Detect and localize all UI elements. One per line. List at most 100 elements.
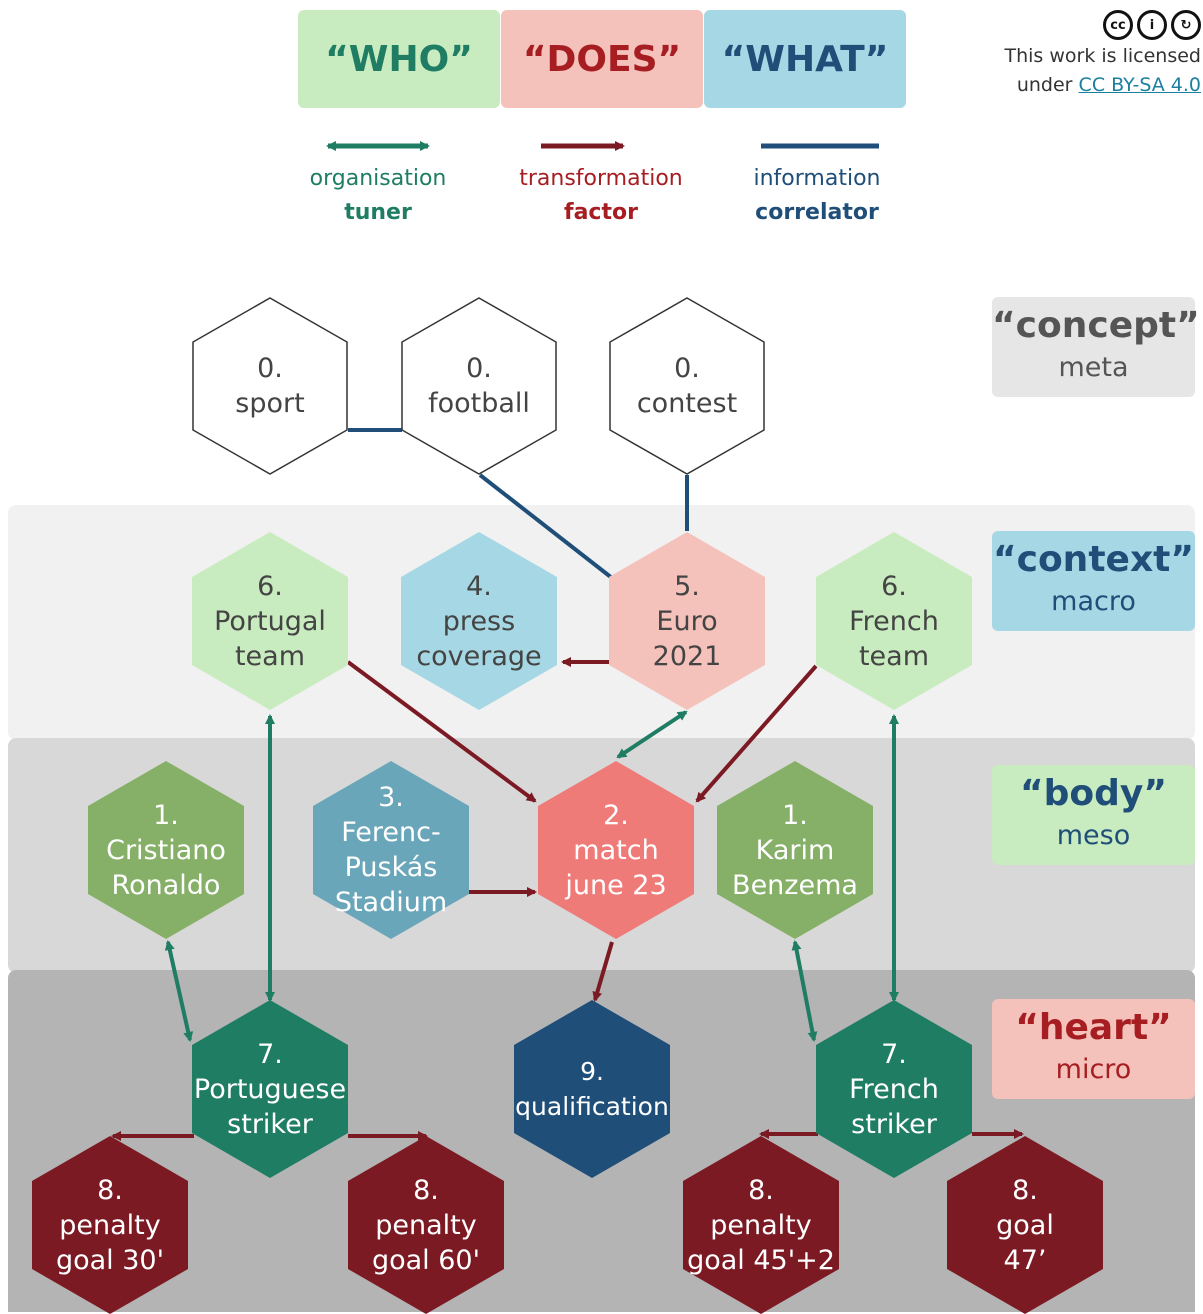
hex-french-team-line-0: 6. (881, 570, 907, 602)
hex-press-coverage-line-2: coverage (416, 640, 542, 672)
cc-icon: cc (1103, 10, 1133, 40)
hex-football-line-0: 0. (466, 353, 492, 384)
hex-cristiano-ronaldo-line-1: Cristiano (106, 834, 226, 866)
hex-portugal-team-line-0: 6. (257, 570, 283, 602)
hex-karim-benzema-line-0: 1. (782, 799, 808, 831)
legend-information-line1: information (753, 166, 881, 191)
link-match-qualification (592, 941, 614, 1002)
hex-french-team: 6. French team (816, 532, 972, 710)
hex-ferenc-puskas-stadium: 3. Ferenc- Puskás Stadium (313, 761, 469, 939)
link-football-euro (478, 473, 614, 580)
level-body: “body” meso (992, 765, 1195, 865)
level-concept-title: “concept” (992, 305, 1200, 346)
hex-ferenc-puskas-stadium-line-2: Puskás (344, 852, 438, 883)
hex-karim-benzema-line-1: Karim (755, 834, 835, 866)
legend-organisation: organisation tuner (278, 162, 478, 230)
license-under: under (1016, 74, 1073, 96)
legend-transformation-line2: factor (564, 200, 638, 225)
hex-french-team-line-2: team (858, 640, 930, 672)
license-link[interactable]: CC BY-SA 4.0 (1078, 74, 1201, 96)
hex-euro-2021: 5. Euro 2021 (609, 532, 765, 710)
hex-penalty-goal-45-2: 8. penalty goal 45'+2 (683, 1136, 839, 1314)
hex-goal-47-line-0: 8. (1012, 1174, 1038, 1206)
hex-contest: 0. contest (609, 297, 765, 475)
hex-press-coverage-line-1: press (442, 605, 516, 637)
who-header: “WHO” (298, 10, 500, 108)
hex-portugal-team-line-1: Portugal (214, 605, 326, 637)
level-body-sub: meso (1056, 820, 1131, 851)
what-header: “WHAT” (704, 10, 906, 108)
hex-goal-47: 8. goal 47’ (947, 1136, 1103, 1314)
hex-penalty-goal-45-2-line-1: penalty (710, 1209, 812, 1241)
legend-transformation-line1: transformation (519, 166, 683, 191)
hex-qualification-line-1: qualification (515, 1092, 669, 1121)
level-heart-sub: micro (1055, 1054, 1132, 1085)
hex-contest-line-0: 0. (674, 353, 700, 384)
hex-portuguese-striker-line-1: Portuguese (193, 1073, 347, 1105)
hex-ferenc-puskas-stadium-line-0: 3. (378, 782, 404, 813)
hex-penalty-goal-60-line-1: penalty (375, 1209, 477, 1241)
hex-match-june-23-line-1: match (573, 834, 659, 866)
level-body-title: “body” (1019, 773, 1168, 814)
by-icon: i (1137, 10, 1167, 40)
hex-penalty-goal-30-line-0: 8. (97, 1174, 123, 1206)
hex-penalty-goal-60: 8. penalty goal 60' (348, 1136, 504, 1314)
link-portugal-match (346, 660, 537, 803)
hex-penalty-goal-30-line-2: goal 30' (55, 1244, 165, 1276)
hex-penalty-goal-60-line-0: 8. (413, 1174, 439, 1206)
hex-penalty-goal-30: 8. penalty goal 30' (32, 1136, 188, 1314)
hex-cristiano-ronaldo: 1. Cristiano Ronaldo (88, 761, 244, 939)
hex-portuguese-striker-line-2: striker (227, 1108, 313, 1140)
link-french-match (695, 664, 818, 803)
legend-information-line2: correlator (755, 200, 879, 225)
hex-press-coverage: 4. press coverage (401, 532, 557, 710)
hex-portuguese-striker: 7. Portuguese striker (192, 1000, 348, 1178)
hex-karim-benzema: 1. Karim Benzema (717, 761, 873, 939)
hex-ferenc-puskas-stadium-line-3: Stadium (334, 887, 448, 918)
legend-transformation: transformation factor (501, 162, 701, 230)
hex-ferenc-puskas-stadium-line-1: Ferenc- (341, 817, 441, 848)
hex-goal-47-line-1: goal (996, 1209, 1054, 1241)
hex-penalty-goal-45-2-line-2: goal 45'+2 (687, 1244, 835, 1276)
hex-french-striker-line-2: striker (851, 1108, 937, 1140)
level-context: “context” macro (992, 531, 1195, 631)
level-concept-sub: meta (1058, 352, 1129, 383)
link-ronaldo-ptstriker (164, 940, 194, 1042)
hex-french-striker-line-1: French (849, 1073, 939, 1105)
hex-french-team-line-1: French (849, 605, 939, 637)
hex-football-line-1: football (428, 388, 530, 419)
hex-qualification: 9. qualification (514, 1000, 670, 1178)
hex-portugal-team-line-2: team (234, 640, 306, 672)
hex-qualification-line-0: 9. (580, 1057, 604, 1086)
hex-french-striker-line-0: 7. (881, 1038, 907, 1070)
hex-cristiano-ronaldo-line-0: 1. (153, 799, 179, 831)
hex-karim-benzema-line-2: Benzema (732, 869, 858, 901)
license-text: This work is licensed (1004, 45, 1202, 67)
hex-press-coverage-line-0: 4. (466, 570, 492, 602)
hex-match-june-23: 2. match june 23 (538, 761, 694, 939)
hex-goal-47-line-2: 47’ (1003, 1244, 1047, 1276)
link-benzema-frstriker (791, 940, 818, 1042)
hex-portugal-team: 6. Portugal team (192, 532, 348, 710)
hex-portuguese-striker-line-0: 7. (257, 1038, 283, 1070)
hex-sport: 0. sport (192, 297, 348, 475)
level-heart: “heart” micro (992, 999, 1195, 1099)
link-euro-match (616, 710, 688, 759)
legend-organisation-line2: tuner (344, 200, 412, 225)
hex-match-june-23-line-2: june 23 (565, 869, 667, 901)
level-context-title: “context” (992, 539, 1195, 580)
hex-euro-2021-line-0: 5. (674, 570, 700, 602)
hex-cristiano-ronaldo-line-2: Ronaldo (111, 869, 221, 901)
hex-football: 0. football (401, 297, 557, 475)
sa-icon: ↻ (1171, 10, 1201, 40)
hex-euro-2021-line-1: Euro (656, 605, 718, 637)
level-context-sub: macro (1051, 586, 1136, 617)
does-header: “DOES” (501, 10, 703, 108)
hex-sport-line-1: sport (235, 388, 305, 419)
hex-penalty-goal-45-2-line-0: 8. (748, 1174, 774, 1206)
level-concept: “concept” meta (992, 297, 1200, 397)
hex-penalty-goal-30-line-1: penalty (59, 1209, 161, 1241)
hex-contest-line-1: contest (636, 388, 738, 419)
legend-information: information correlator (717, 162, 917, 230)
